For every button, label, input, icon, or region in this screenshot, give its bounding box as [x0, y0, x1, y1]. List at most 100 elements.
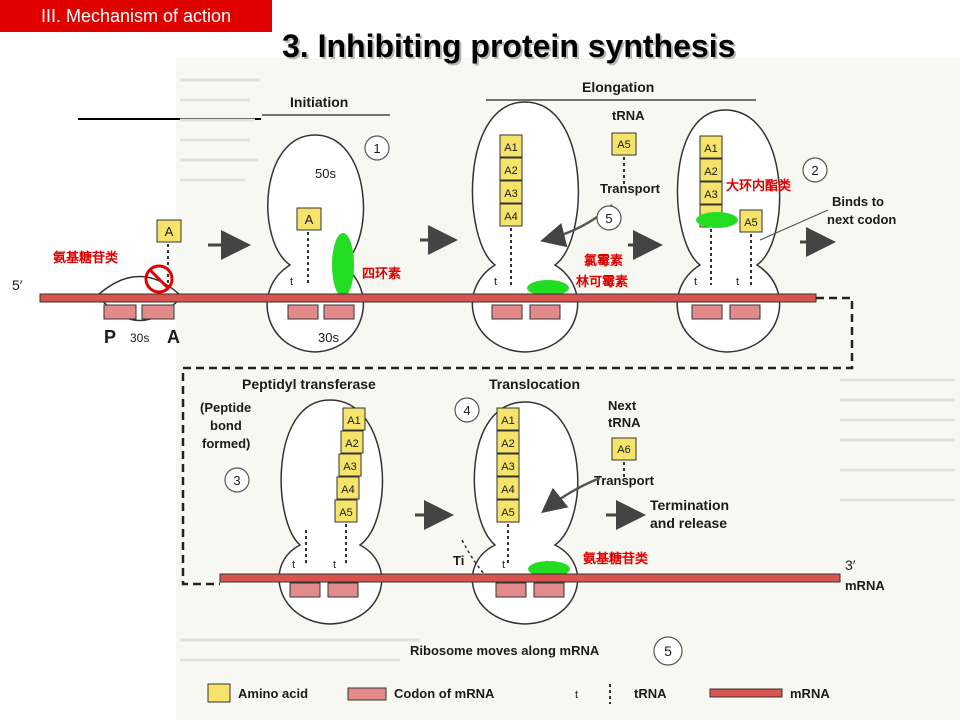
- divider-line: [78, 118, 261, 120]
- drug-label-aminoglycoside-bottom: 氨基糖苷类: [582, 551, 649, 567]
- amino-label: A5: [617, 139, 630, 151]
- amino-label: A: [165, 224, 174, 239]
- amino-label: A6: [617, 444, 630, 456]
- next-trna-label-line2: tRNA: [608, 415, 641, 430]
- drug-label-tetracycline: 四环素: [362, 266, 401, 282]
- amino-label: A4: [504, 211, 517, 223]
- binds-label-line2: next codon: [827, 212, 896, 227]
- amino-label: A1: [504, 142, 517, 154]
- drug-label-aminoglycoside-top: 氨基糖苷类: [52, 250, 119, 266]
- next-trna-label-line1: Next: [608, 398, 637, 413]
- trna-marker: t: [292, 559, 295, 571]
- step-3-badge: [224, 467, 250, 493]
- mrna-strand-bottom: [219, 573, 841, 583]
- amino-label: A1: [501, 415, 514, 427]
- amino-label: A: [305, 212, 314, 227]
- peptide-note-line2: bond: [210, 418, 242, 433]
- peptide-note-line3: formed): [202, 436, 250, 451]
- small-subunit-label: 30s: [130, 331, 149, 345]
- amino-label: A2: [501, 438, 514, 450]
- inhibitor-marker-aminoglycoside: [528, 561, 570, 577]
- amino-label: A1: [704, 143, 717, 155]
- amino-label: A5: [339, 507, 352, 519]
- step-5-number: 5: [605, 211, 612, 226]
- polypeptide-chain-translocation: [461, 407, 520, 579]
- polypeptide-chain-peptidyl: [305, 407, 366, 566]
- legend-mrna-swatch: [709, 688, 783, 698]
- elongation-heading: Elongation: [582, 79, 654, 95]
- trna-label: tRNA: [612, 108, 645, 123]
- a-site-label: A: [167, 327, 180, 347]
- trna-marker: t: [290, 276, 293, 288]
- polypeptide-chain-a: [499, 134, 523, 285]
- ribosome-moves-label: Ribosome moves along mRNA: [410, 643, 600, 658]
- initiation-heading: Initiation: [290, 94, 348, 110]
- drug-label-chloramphenicol: 氯霉素: [584, 253, 623, 269]
- slide-title: 3. Inhibiting protein synthesis: [282, 28, 736, 64]
- ribosome-peptidyl: [278, 399, 384, 625]
- small-subunit-label-2: 30s: [318, 330, 339, 345]
- section-tag: III. Mechanism of action: [0, 0, 272, 32]
- amino-label: A3: [504, 188, 517, 200]
- peptide-note-line1: (Peptide: [200, 400, 251, 415]
- small-subunit-start: [97, 275, 183, 322]
- flow-connector: [181, 296, 854, 586]
- step-5-badge-bottom: [653, 636, 683, 666]
- trna-marker: t: [502, 559, 505, 571]
- legend-amino-acid-swatch: [207, 683, 231, 703]
- drug-label-macrolide: 大环内酯类: [726, 178, 792, 194]
- legend-codon-label: Codon of mRNA: [394, 686, 495, 701]
- transport-arrow-2: [541, 476, 601, 514]
- ti-label: Ti: [453, 553, 464, 568]
- amino-label: A5: [501, 507, 514, 519]
- amino-label: A1: [347, 415, 360, 427]
- p-site-label: P: [104, 327, 116, 347]
- trna-marker: t: [694, 276, 697, 288]
- amino-label: A4: [501, 484, 514, 496]
- amino-label: A2: [504, 165, 517, 177]
- amino-label: A3: [501, 461, 514, 473]
- mrna-strand-top: [39, 293, 817, 303]
- legend-trna-label: tRNA: [634, 686, 667, 701]
- amino-label: A3: [343, 461, 356, 473]
- binds-pointer: [759, 209, 829, 241]
- incoming-amino-acid: [611, 132, 637, 156]
- step-2-badge: [802, 157, 828, 183]
- legend-amino-acid-label: Amino acid: [238, 686, 308, 701]
- inhibitor-marker-chloramphenicol: [527, 280, 569, 296]
- legend-mrna-label: mRNA: [790, 686, 830, 701]
- step-4-badge: [454, 397, 480, 423]
- transport-label: Transport: [600, 181, 661, 196]
- peptidyl-heading: Peptidyl transferase: [242, 376, 376, 392]
- step-4-number: 4: [463, 403, 470, 418]
- termination-label-line1: Termination: [650, 497, 729, 513]
- amino-label: A4: [341, 484, 354, 496]
- next-amino-acid: [611, 437, 637, 461]
- inhibitor-marker-tetracycline: [332, 233, 354, 297]
- step-2-number: 2: [811, 163, 818, 178]
- polypeptide-chain-b: [699, 135, 763, 285]
- amino-label: A2: [704, 166, 717, 178]
- trna-marker: t: [494, 276, 497, 288]
- amino-label: A2: [345, 438, 358, 450]
- inhibitor-marker-macrolide: [696, 212, 738, 228]
- background-text-lines: [180, 78, 955, 662]
- three-prime-label: 3′: [845, 557, 856, 573]
- transport-label-2: Transport: [594, 473, 655, 488]
- ribosome-elongation-b: [676, 109, 781, 353]
- translocation-heading: Translocation: [489, 376, 580, 392]
- binds-label-line1: Binds to: [832, 194, 884, 209]
- ribosome-elongation-a: [471, 101, 580, 353]
- legend-codon-swatch: [347, 687, 387, 701]
- five-prime-label: 5′: [12, 277, 23, 293]
- step-3-number: 3: [233, 473, 240, 488]
- drug-label-lincomycin: 林可霉素: [576, 274, 628, 290]
- trna-marker: t: [736, 276, 739, 288]
- inhibition-symbol: [144, 264, 174, 294]
- termination-label-line2: and release: [650, 515, 727, 531]
- step-1-badge: [364, 135, 390, 161]
- ribosome-translocation: [471, 401, 579, 625]
- step-5-badge: [596, 205, 622, 231]
- step-1-number: 1: [373, 141, 380, 156]
